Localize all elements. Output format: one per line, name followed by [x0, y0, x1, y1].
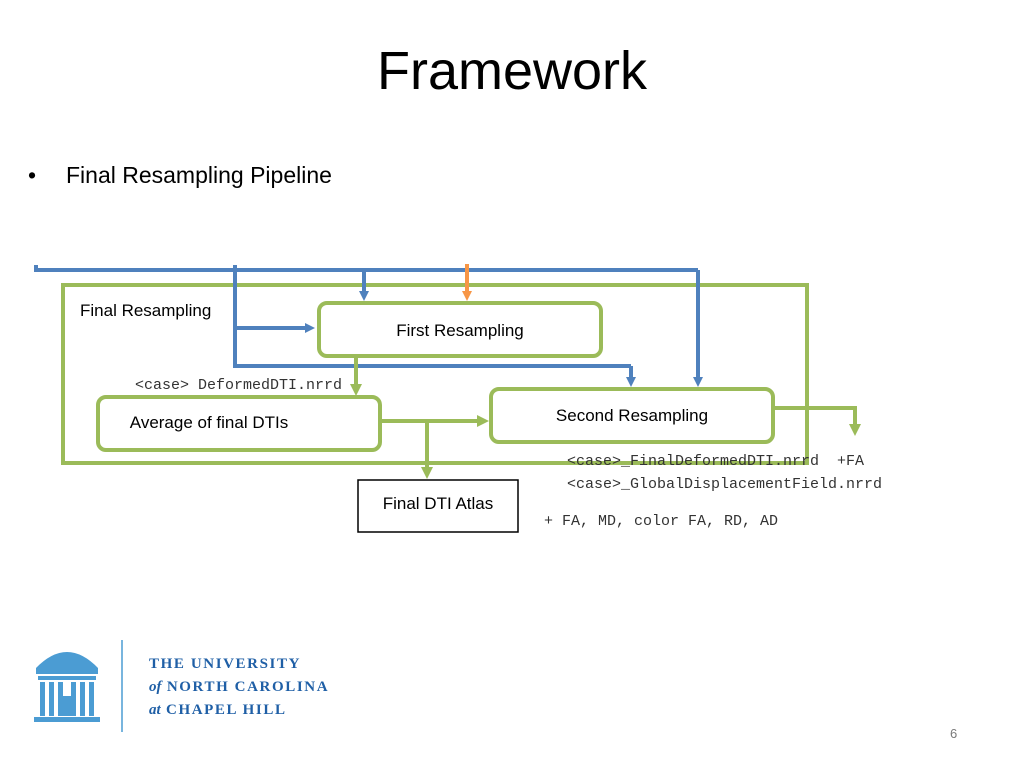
- bullet-dot: •: [28, 162, 37, 188]
- slide-title: Framework: [376, 41, 648, 101]
- displacement-annotation: <case>_GlobalDisplacementField.nrrd: [567, 476, 882, 493]
- second-resampling-box: [489, 387, 775, 444]
- final-dti-atlas-box: [357, 479, 519, 533]
- final-resampling-frame: [61, 283, 809, 465]
- green-arrow-second-output: [773, 406, 861, 436]
- final-dti-atlas-label: Final DTI Atlas: [383, 494, 494, 513]
- page-number: 6: [950, 726, 958, 741]
- first-resampling-box: [317, 301, 603, 358]
- bullet-text: Final Resampling Pipeline: [66, 162, 332, 188]
- old-well-logo: [34, 652, 100, 722]
- final-deformed-annotation: <case>_FinalDeformedDTI.nrrd +FA: [567, 453, 864, 470]
- average-box: [96, 395, 382, 452]
- university-nc: NORTH CAROLINA: [166, 679, 330, 695]
- deformed-dti-annotation: <case> DeformedDTI.nrrd: [135, 377, 342, 394]
- blue-input-lines: [34, 265, 698, 368]
- first-resampling-label: First Resampling: [396, 321, 524, 340]
- bullet-item: • Final Resampling Pipeline: [28, 162, 332, 189]
- average-label: Average of final DTIs: [130, 413, 288, 432]
- university-line-3: at CHAPEL HILL: [149, 699, 287, 722]
- university-line-2: of NORTH CAROLINA: [149, 676, 329, 699]
- metrics-annotation: + FA, MD, color FA, RD, AD: [544, 513, 778, 530]
- university-of: of: [149, 679, 162, 695]
- university-at: at: [149, 702, 161, 718]
- second-resampling-label: Second Resampling: [556, 406, 708, 425]
- final-resampling-label: Final Resampling: [80, 301, 211, 320]
- university-ch: CHAPEL HILL: [166, 702, 287, 718]
- university-line-1: THE UNIVERSITY: [149, 656, 302, 672]
